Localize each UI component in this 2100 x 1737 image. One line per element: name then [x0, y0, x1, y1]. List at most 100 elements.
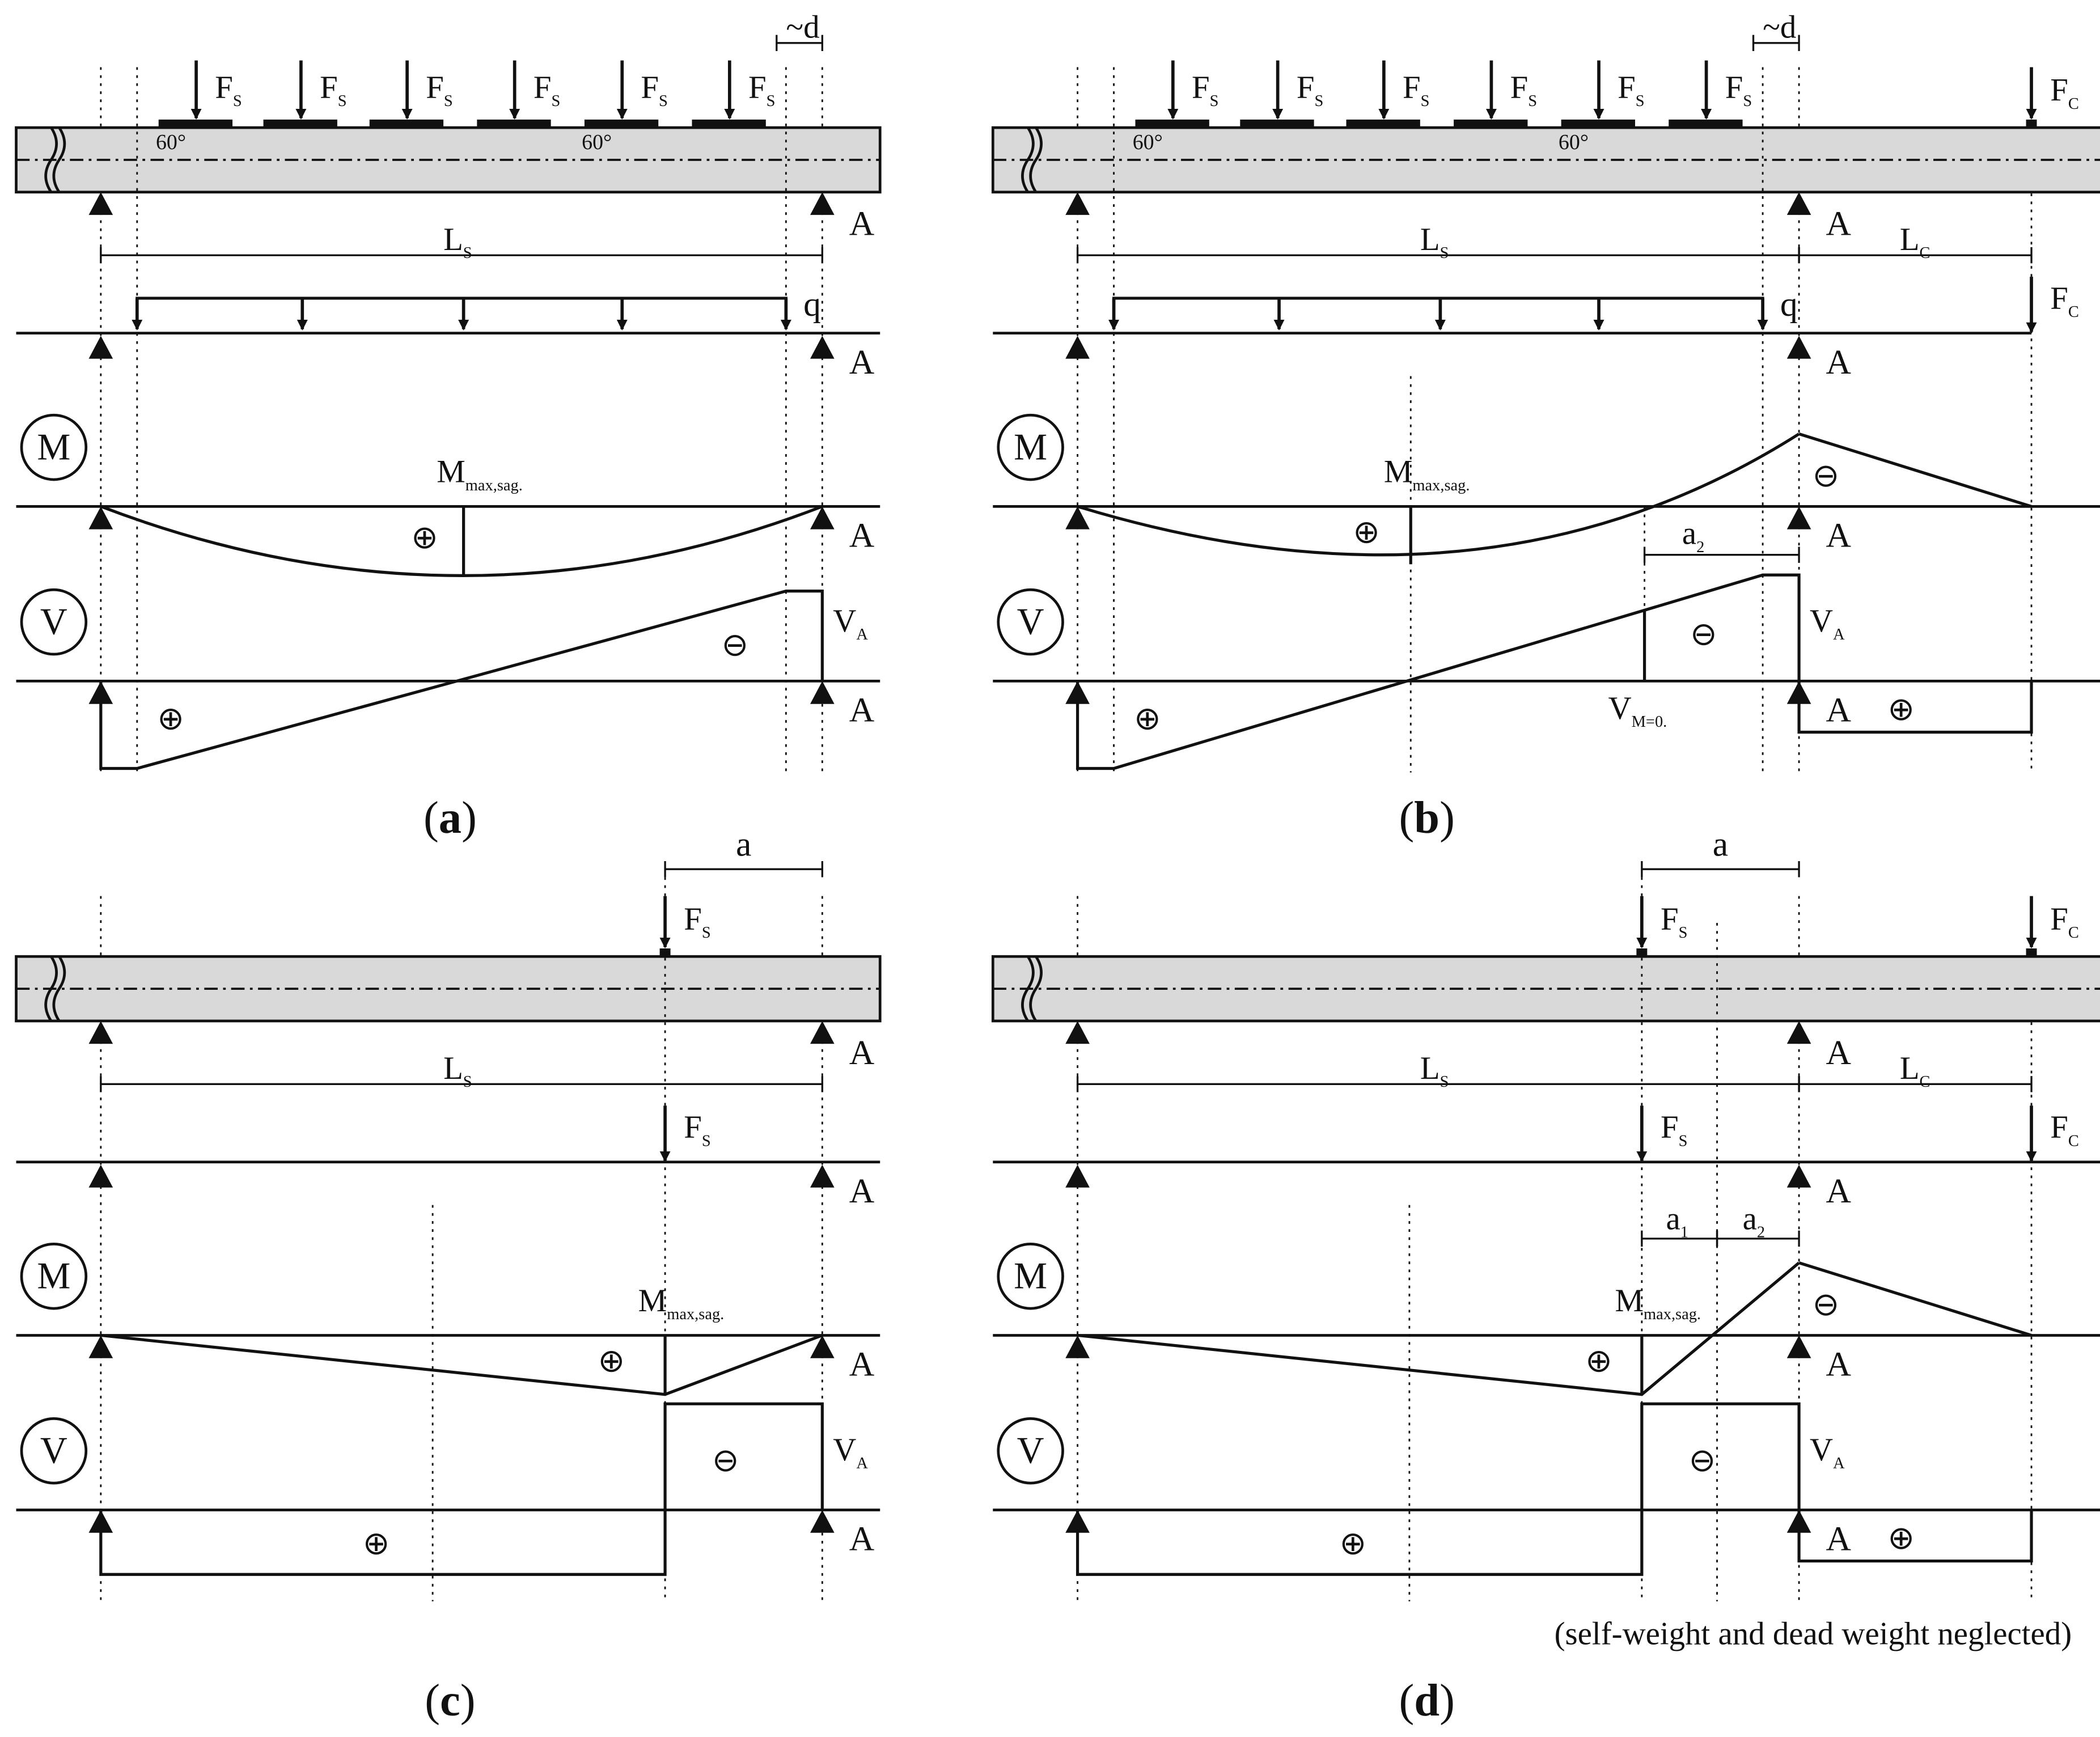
- mmax-label: Mmax,sag.: [1615, 1283, 1701, 1323]
- load-Fs-label-main: F: [1297, 70, 1315, 105]
- shear-symbol: V: [40, 1430, 67, 1472]
- beam: [15, 955, 882, 1023]
- support-right-A: [1786, 1020, 1811, 1044]
- mmax-label-sub: max,sag.: [465, 477, 523, 494]
- model-support-A-label: A: [1826, 343, 1851, 382]
- shear-minus-sign: ⊖: [1689, 1442, 1716, 1479]
- load-Fc-label: FC: [2050, 73, 2079, 113]
- span-Ls-label-sub: S: [1440, 244, 1449, 262]
- moment-symbol: M: [37, 426, 70, 468]
- shear-cant-plus-sign: ⊕: [1887, 1519, 1915, 1557]
- va-label: VA: [1810, 603, 1845, 643]
- load-Fs-label: FS: [1661, 901, 1687, 942]
- dimension-a2: [1643, 546, 1800, 563]
- dimension-a: [664, 861, 823, 878]
- mmax-label: Mmax,sag.: [1384, 454, 1470, 494]
- dimension-a-label: a: [1713, 825, 1728, 863]
- moment-symbol-ring: [997, 1242, 1064, 1310]
- va-label-main: V: [1810, 1432, 1833, 1468]
- va-label-main: V: [1810, 603, 1833, 639]
- shear-A-label: A: [849, 1520, 875, 1558]
- support-A-label: A: [1826, 205, 1851, 243]
- load-Fs-label-sub: S: [1314, 92, 1323, 110]
- mmax-label-main: M: [638, 1283, 667, 1319]
- shear-A-label: A: [1826, 1520, 1851, 1558]
- dimension-Ls: [100, 247, 823, 264]
- span-Lc-label: LC: [1900, 222, 1930, 262]
- shear-curve: [1076, 1402, 2033, 1576]
- span-Ls-label: LS: [443, 1050, 472, 1091]
- load-Fs-label-sub: S: [1679, 924, 1688, 942]
- load-Fs-label: FS: [1618, 70, 1644, 110]
- span-Ls-label: LS: [443, 222, 472, 262]
- load-Fs-label-main: F: [641, 70, 659, 105]
- load-Fc-label-main: F: [2050, 901, 2068, 937]
- load-Fs-label: FS: [534, 70, 560, 110]
- model-support-left: [88, 1164, 113, 1188]
- dimension-a-label: a: [736, 825, 751, 863]
- load-pad: [1346, 119, 1420, 128]
- moment-A-label: A: [1826, 1345, 1851, 1384]
- angle-label: 60°: [1559, 130, 1589, 154]
- span-Ls-label-sub: S: [1440, 1073, 1449, 1091]
- mmax-label: Mmax,sag.: [437, 454, 523, 494]
- span-Lc-label-sub: C: [1920, 1073, 1930, 1091]
- va-label-main: V: [833, 603, 856, 639]
- gap-d-label: ~d: [1763, 9, 1796, 45]
- moment-A-label: A: [849, 516, 875, 554]
- va-label: VA: [833, 603, 868, 643]
- shear-plus-sign: ⊕: [1134, 700, 1161, 738]
- support-A-label: A: [849, 205, 875, 243]
- load-Fs-model-label-sub: S: [1679, 1132, 1688, 1150]
- beam-break: [52, 126, 66, 193]
- support-A-label: A: [1826, 1033, 1851, 1072]
- shear-symbol-ring: [997, 1417, 1064, 1485]
- load-Fs-label-sub: S: [702, 924, 711, 942]
- shear-A-label: A: [1826, 691, 1851, 730]
- shear-A-label: A: [849, 691, 875, 730]
- dimension-d: [776, 35, 823, 52]
- udl-bracket: [1112, 296, 1764, 325]
- load-Fs-label: FS: [1510, 70, 1537, 110]
- cant-load-pad: [2026, 119, 2037, 128]
- span-Ls-label: LS: [1420, 1050, 1449, 1091]
- load-Fs-label-main: F: [320, 70, 338, 105]
- load-Fs-label-main: F: [1661, 901, 1679, 937]
- moment-plus-sign: ⊕: [598, 1342, 625, 1379]
- gap-d-label: ~d: [786, 9, 819, 45]
- shear-minus-sign: ⊖: [1690, 615, 1717, 653]
- caption-letter: d: [1414, 1675, 1439, 1726]
- load-Fs-label-main: F: [1725, 70, 1743, 105]
- va-label-sub: A: [1833, 1455, 1845, 1472]
- span-Ls-label-main: L: [1420, 222, 1440, 257]
- shear-plus-sign: ⊕: [157, 700, 184, 738]
- moment-A-label: A: [1826, 516, 1851, 554]
- load-Fs-label-sub: S: [444, 92, 453, 110]
- moment-support-left: [88, 1335, 113, 1358]
- dimension-Ls: [1076, 247, 1800, 264]
- load-pad: [584, 119, 659, 128]
- span-Ls-label-main: L: [443, 222, 463, 257]
- va-label-sub: A: [1833, 626, 1845, 643]
- load-Fs-label-main: F: [1192, 70, 1210, 105]
- span-Ls-label: LS: [1420, 222, 1449, 262]
- load-Fs-label: FS: [641, 70, 667, 110]
- dimension-d: [1752, 35, 1800, 52]
- moment-plus-sign: ⊕: [1585, 1342, 1612, 1379]
- beam-break: [1029, 955, 1043, 1022]
- span-Ls-label-sub: S: [463, 244, 472, 262]
- vm0-label-sub: M=0.: [1632, 713, 1667, 731]
- load-Fs-label-main: F: [534, 70, 552, 105]
- load-Fs-label: FS: [1192, 70, 1218, 110]
- panel-caption: (c): [425, 1675, 475, 1726]
- span-Lc-label-main: L: [1900, 222, 1920, 257]
- span-Lc-label-sub: C: [1920, 244, 1930, 262]
- note-text: (self-weight and dead weight neglected): [1555, 1616, 2072, 1651]
- a2-label: a2: [1743, 1201, 1765, 1241]
- support-left: [88, 1020, 113, 1044]
- load-Fc-label: FC: [2050, 901, 2079, 942]
- moment-support-right-A: [1786, 506, 1811, 529]
- load-Fc-model-label: FC: [2050, 281, 2079, 321]
